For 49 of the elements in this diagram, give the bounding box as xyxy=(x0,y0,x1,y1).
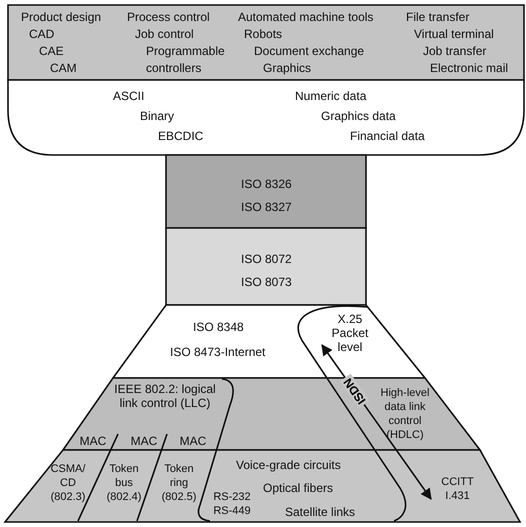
application-text: Electronic mail xyxy=(430,61,508,75)
data-format-text: Graphics data xyxy=(321,109,396,123)
data-format-text: Financial data xyxy=(350,129,425,143)
transport-box xyxy=(166,228,366,305)
data-format-text: Binary xyxy=(140,109,174,123)
data-format-text: Numeric data xyxy=(295,89,366,103)
data-format-text: EBCDIC xyxy=(158,129,204,143)
application-text: File transfer xyxy=(406,10,470,24)
application-text: CAD xyxy=(29,27,54,41)
data-format-text: ASCII xyxy=(113,89,144,103)
application-text: Job control xyxy=(135,27,194,41)
network-trapezoid xyxy=(113,305,425,378)
application-text: Virtual terminal xyxy=(414,27,494,41)
standard-text: ISO 8072 xyxy=(241,252,292,266)
application-text: Product design xyxy=(21,10,102,24)
session-box xyxy=(166,155,366,228)
application-text: Graphics xyxy=(263,61,312,75)
application-text: Programmable xyxy=(146,44,225,58)
application-text: Automated machine tools xyxy=(238,10,374,24)
protocol-label: RS-232 RS-449 xyxy=(210,490,254,518)
standard-text: ISO 8327 xyxy=(241,200,292,214)
physical-trapezoid xyxy=(5,450,520,522)
protocol-label: IEEE 802.2: logical link control (LLC) xyxy=(105,382,225,428)
application-text: Robots xyxy=(244,27,282,41)
application-band xyxy=(8,5,524,80)
application-text: controllers xyxy=(146,61,202,75)
standard-text: ISO 8473-Internet xyxy=(170,345,266,359)
standard-text: ISO 8348 xyxy=(193,320,244,334)
protocol-label: MAC xyxy=(175,434,211,449)
protocol-label: High-level data link control (HDLC) xyxy=(370,386,440,440)
protocol-label: Token ring (802.5) xyxy=(158,462,200,502)
protocol-label: Token bus (802.4) xyxy=(103,462,145,502)
protocol-label: CSMA/ CD (802.3) xyxy=(45,462,91,502)
application-text: Process control xyxy=(127,10,210,24)
application-text: CAE xyxy=(39,44,64,58)
protocol-label: X.25 Packet level xyxy=(325,312,375,360)
application-text: Job transfer xyxy=(423,44,486,58)
medium-text: Voice-grade circuits xyxy=(236,458,341,472)
application-text: CAM xyxy=(50,61,77,75)
protocol-label: MAC xyxy=(126,434,162,449)
standard-text: ISO 8073 xyxy=(241,275,292,289)
protocol-label: CCITT I.431 xyxy=(435,475,480,505)
data-link-trapezoid xyxy=(63,378,480,450)
standard-text: ISO 8326 xyxy=(241,177,292,191)
application-text: Document exchange xyxy=(254,44,364,58)
presentation-band xyxy=(8,80,524,155)
medium-text: Satellite links xyxy=(285,505,356,519)
protocol-label: MAC xyxy=(75,434,111,449)
medium-text: Optical fibers xyxy=(263,481,334,495)
